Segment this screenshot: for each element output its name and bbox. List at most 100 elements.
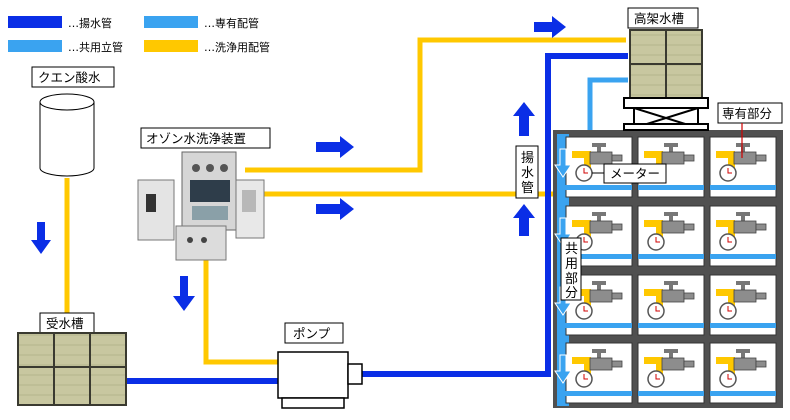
ozone-unit-label-box: [140, 127, 271, 149]
valve-icon: [661, 212, 695, 234]
citric-acid-label-box: [31, 66, 115, 88]
flow-arrows: [31, 16, 566, 311]
valve-icon: [661, 349, 695, 371]
arrow-down-ozone: [173, 276, 195, 311]
private-pipe: [710, 254, 776, 259]
elevated-tank-stand: [623, 97, 709, 131]
common-section-char-3: 分: [565, 286, 578, 301]
legend-label-riser: …共用立管: [68, 40, 123, 54]
lift-pipes: [124, 53, 628, 384]
private-pipe: [560, 254, 632, 259]
receiving-tank: 受水槽: [17, 312, 127, 406]
meter-icon: [719, 370, 737, 388]
pump-body: [277, 351, 349, 399]
receiving-tank-body: [17, 332, 127, 406]
elevated-tank-label-box: [627, 7, 699, 29]
legend-swatch-lift: [8, 16, 62, 28]
private-pipe: [638, 254, 704, 259]
private-pipe: [710, 185, 776, 190]
apartment-unit: [560, 205, 633, 267]
riser-flow-arrow: [554, 354, 572, 384]
private-pipe: [560, 185, 632, 190]
riser-main: [587, 77, 628, 130]
pump-label: ポンプ: [293, 326, 331, 341]
legend-label-wash: …洗浄用配管: [204, 40, 270, 54]
meter-icon: [575, 370, 593, 388]
apartment-unit: [637, 342, 705, 404]
common-section-char-2: 部: [565, 272, 578, 287]
valve-icon: [733, 349, 767, 371]
elevated-tank-body: [629, 29, 703, 99]
meter-icon: [719, 233, 737, 251]
valve-icon: [589, 143, 623, 165]
building-units: [554, 134, 777, 406]
arrow-up-lift-lower: [513, 204, 535, 236]
valve-icon: [661, 143, 695, 165]
ozone-washing-unit: オゾン水洗浄装置: [137, 127, 271, 261]
apartment-unit: [709, 274, 777, 336]
valve-icon: [589, 349, 623, 371]
arrow-right-upper: [316, 136, 354, 158]
wash-pipe-to-elevated: [245, 37, 626, 173]
receiving-tank-label: 受水槽: [46, 316, 84, 331]
valve-icon: [661, 281, 695, 303]
legend-swatch-riser: [8, 40, 62, 52]
pump: ポンプ: [277, 322, 363, 409]
legend-label-lift: …揚水管: [68, 16, 112, 30]
elevated-tank: 高架水槽: [623, 7, 709, 131]
lift-pipe-char-2: 管: [521, 181, 534, 196]
legend: …揚水管 …専有配管 …共用立管 …洗浄用配管: [8, 16, 270, 54]
arrow-down-citric: [31, 222, 51, 254]
lift-pipe-vertical-label: 揚 水 管: [515, 145, 539, 199]
riser-pipes: [587, 77, 628, 130]
meter-icon: [647, 233, 665, 251]
meter-icon: [647, 302, 665, 320]
private-pipe: [560, 323, 632, 328]
meter-callout: メーター: [592, 163, 667, 184]
private-pipe: [710, 323, 776, 328]
apartment-unit: [709, 136, 777, 198]
private-section-label: 専有部分: [722, 106, 772, 121]
private-pipe: [560, 391, 632, 396]
valve-icon: [733, 212, 767, 234]
valve-icon: [589, 212, 623, 234]
lift-pipe-pump-to-building: [362, 53, 628, 377]
private-section-callout: 専有部分: [717, 102, 783, 158]
private-section-label-box: [717, 102, 783, 124]
meter-icon: [575, 302, 593, 320]
ozone-cabinet-lower: [175, 225, 227, 261]
meter-icon: [719, 164, 737, 182]
elevated-tank-label: 高架水槽: [634, 11, 684, 26]
legend-swatch-private: [144, 16, 198, 28]
private-pipe: [638, 323, 704, 328]
riser-flow-arrow: [554, 148, 572, 178]
private-pipe: [638, 185, 704, 190]
citric-acid-label: クエン酸水: [38, 70, 101, 85]
private-pipe: [710, 391, 776, 396]
lift-pipe-char-1: 水: [521, 166, 534, 181]
valve-icon: [589, 281, 623, 303]
apartment-unit: [560, 342, 633, 404]
arrow-right-lower: [316, 198, 354, 220]
pump-base: [281, 397, 345, 409]
apartment-unit: [709, 342, 777, 404]
building: [553, 130, 783, 408]
common-section-char-1: 用: [565, 257, 578, 272]
apartment-unit: [637, 274, 705, 336]
meter-icon: [719, 302, 737, 320]
pump-shaft: [347, 363, 363, 385]
legend-label-private: …専有配管: [204, 16, 259, 30]
private-pipe: [638, 391, 704, 396]
apartment-unit: [637, 205, 705, 267]
valve-icon: [733, 143, 767, 165]
wash-pipe-to-pump: [203, 255, 278, 365]
common-section-vertical-label: 共 用 部 分: [560, 237, 582, 301]
citric-acid-cylinder: [39, 102, 95, 177]
citric-acid-cylinder-top: [39, 93, 95, 111]
arrow-right-top: [534, 16, 566, 38]
meter-label: メーター: [610, 166, 660, 181]
valve-icon: [733, 281, 767, 303]
apartment-unit: [709, 205, 777, 267]
meter-icon: [647, 370, 665, 388]
